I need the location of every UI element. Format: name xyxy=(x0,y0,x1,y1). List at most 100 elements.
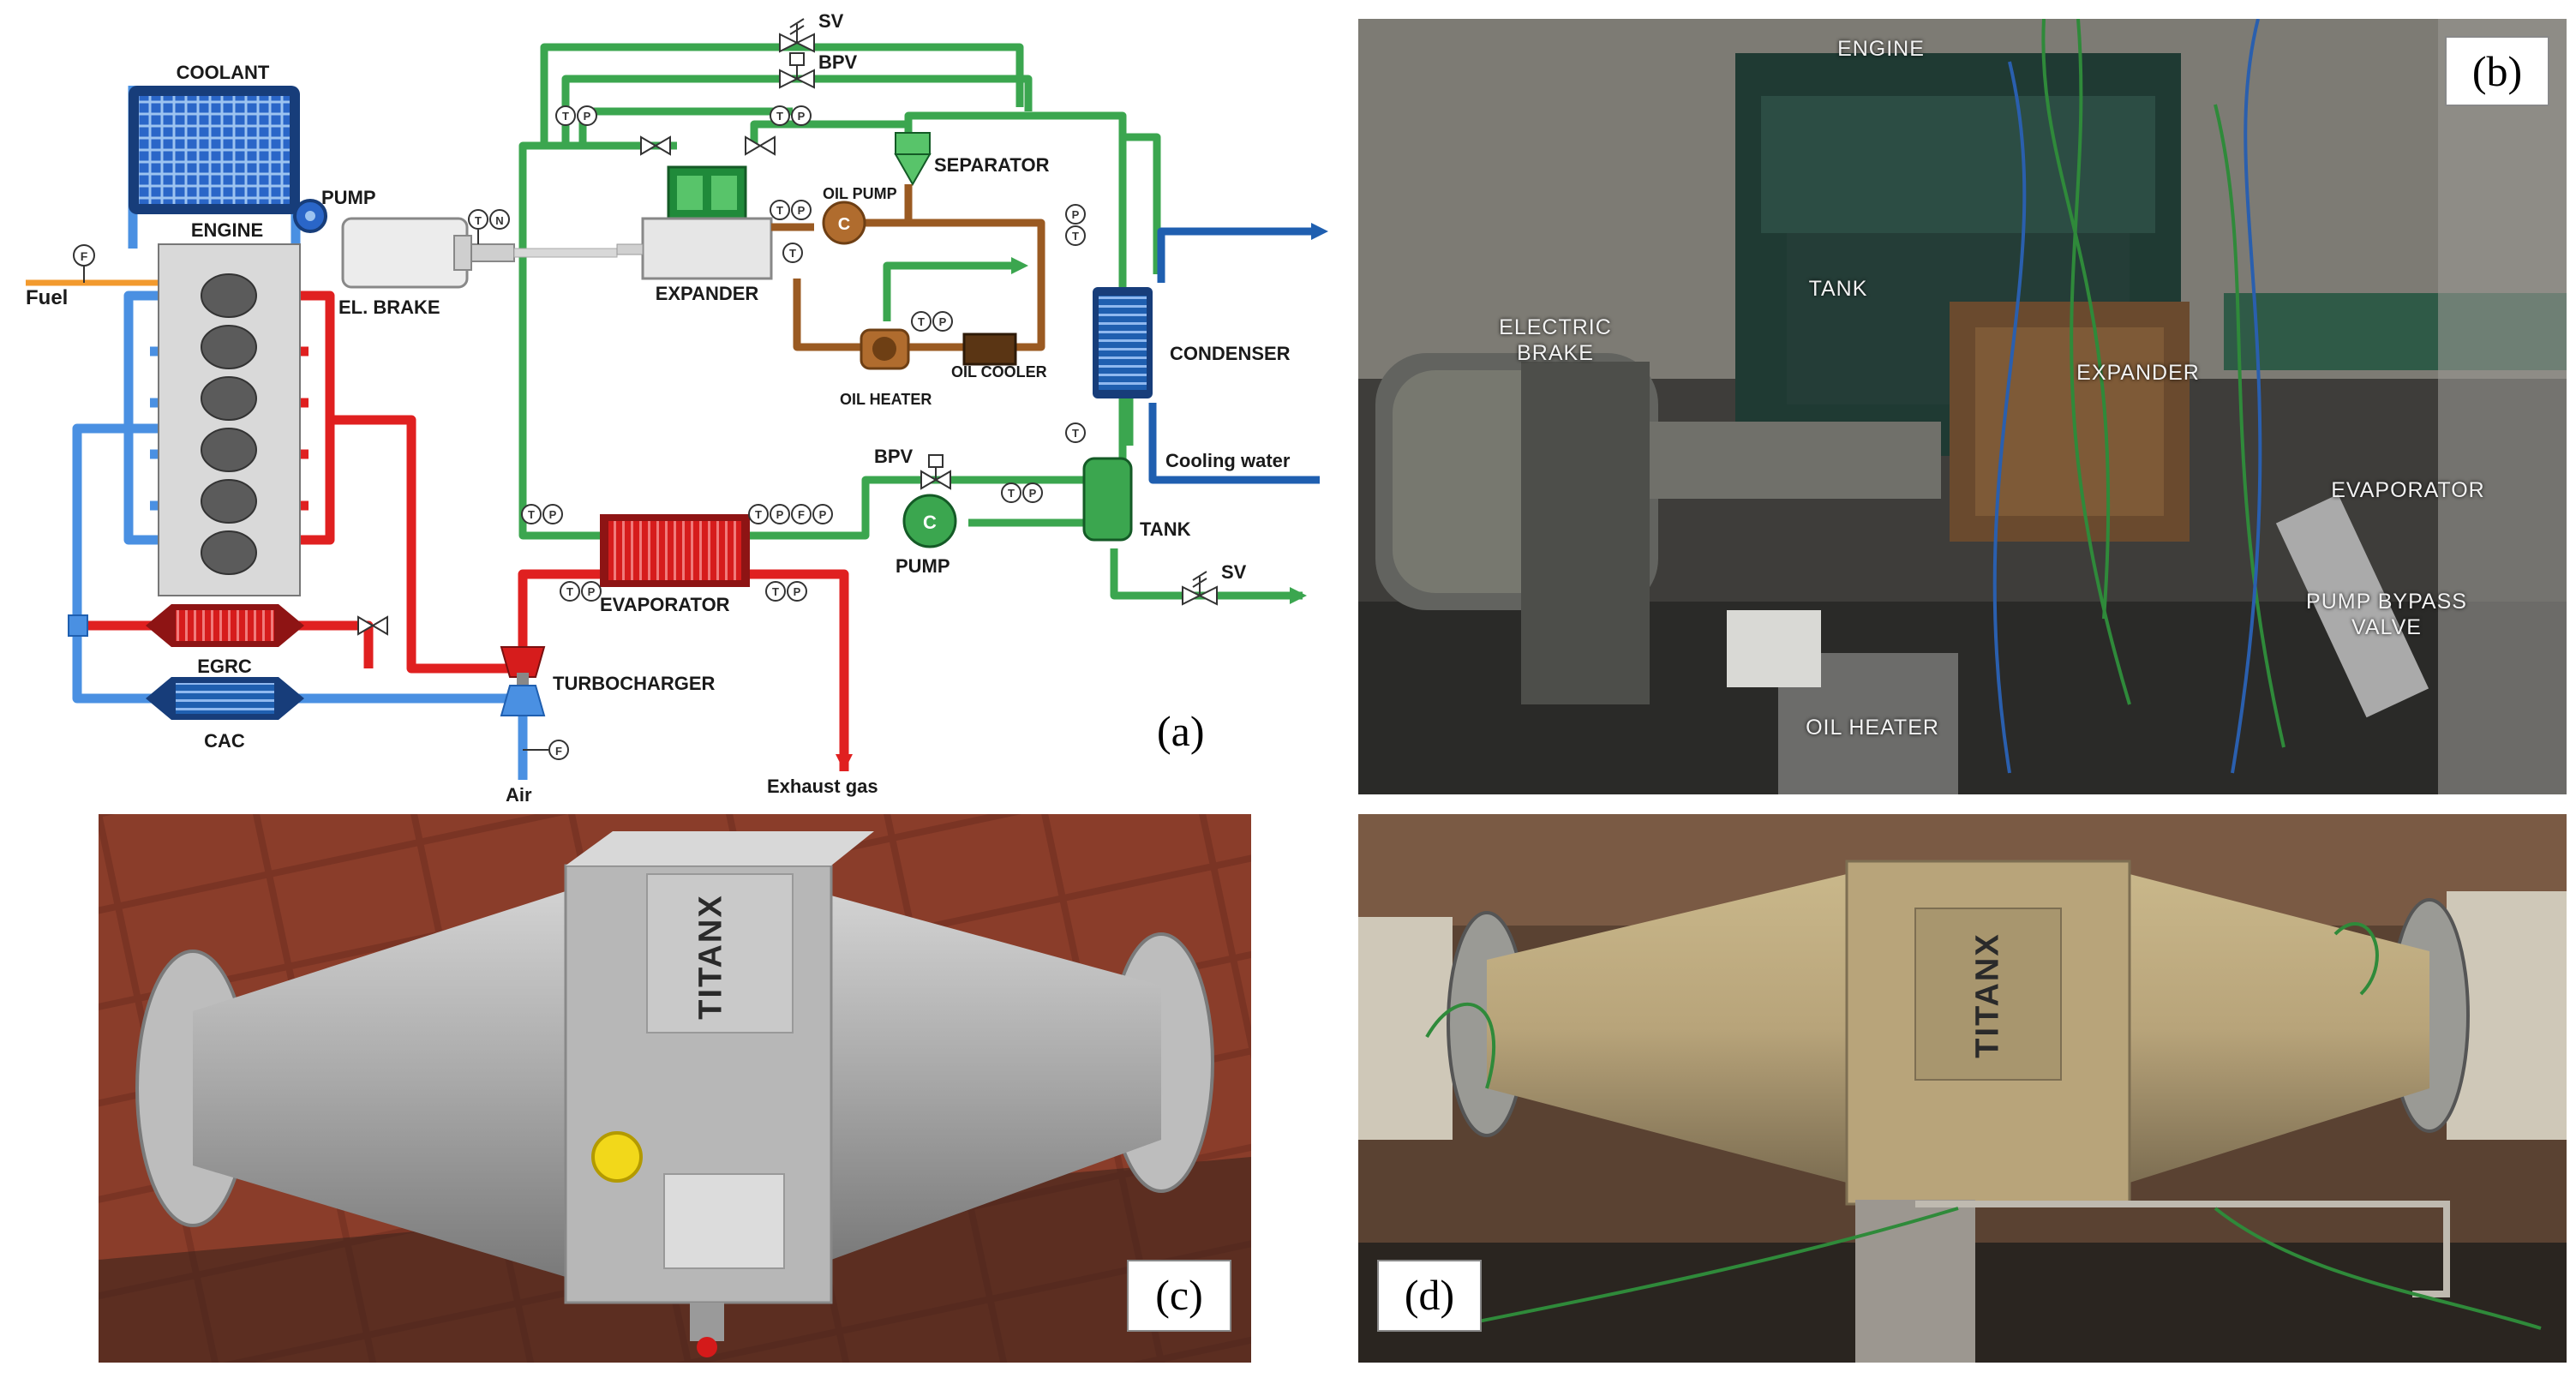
svg-text:P: P xyxy=(794,585,801,598)
cooling-water-line xyxy=(1148,227,1320,484)
temperature-sensor: T xyxy=(1001,482,1021,503)
separator-label: SEPARATOR xyxy=(934,154,1050,176)
pump-bypass-valve xyxy=(920,454,951,490)
svg-text:T: T xyxy=(475,214,482,227)
pressure-sensor: P xyxy=(787,581,807,602)
oil-pump: C xyxy=(822,201,866,245)
sv-top-label: SV xyxy=(818,10,844,32)
svg-text:P: P xyxy=(798,110,806,123)
oil-heater-label-photo: OIL HEATER xyxy=(1806,716,1939,740)
svg-text:T: T xyxy=(1072,230,1079,243)
pump-label: PUMP xyxy=(896,555,950,577)
svg-text:F: F xyxy=(798,508,805,521)
temperature-sensor: T xyxy=(765,581,786,602)
bpv-pump-label: BPV xyxy=(874,446,914,467)
bpv-top-label: BPV xyxy=(818,51,858,73)
temperature-sensor: T xyxy=(770,200,790,220)
exhaust-gas-label: Exhaust gas xyxy=(767,776,878,797)
titanx-logo-c: TITANX xyxy=(692,894,729,1020)
oil-heater-label: OIL HEATER xyxy=(840,391,932,408)
svg-text:P: P xyxy=(1072,208,1080,221)
engine-label-photo: ENGINE xyxy=(1837,37,1925,61)
flow-sensor: F xyxy=(791,504,812,524)
electric-brake-label-photo: ELECTRIC BRAKE xyxy=(1499,315,1612,365)
cac-label: CAC xyxy=(204,730,245,752)
svg-text:T: T xyxy=(1072,427,1079,440)
temperature-sensor: T xyxy=(770,105,790,126)
svg-text:F: F xyxy=(81,249,88,263)
oil-cooler xyxy=(962,333,1017,366)
expander-label-photo: EXPANDER xyxy=(2076,361,2200,385)
tank-label-photo: TANK xyxy=(1808,277,1868,301)
charge-air-cooler xyxy=(146,677,304,720)
safety-valve-bottom xyxy=(1182,571,1218,606)
condenser xyxy=(1093,287,1153,398)
svg-text:T: T xyxy=(918,315,925,328)
svg-text:C: C xyxy=(838,215,850,234)
flow-arrows-green xyxy=(1011,257,1307,604)
svg-text:P: P xyxy=(588,585,596,598)
oil-loop xyxy=(771,184,1045,351)
svg-text:T: T xyxy=(1008,487,1015,500)
svg-text:F: F xyxy=(555,745,562,758)
egr-cooler xyxy=(146,604,304,647)
orc-pump: C xyxy=(902,494,957,548)
orc-system-schematic: COOLANT PUMP ENGINE F Fuel EL. BRAKE xyxy=(26,10,1328,806)
temperature-sensor: T xyxy=(1065,422,1086,443)
pressure-sensor: P xyxy=(577,105,597,126)
flow-arrows-red xyxy=(836,754,853,771)
temperature-sensor: T xyxy=(782,243,803,263)
svg-text:P: P xyxy=(549,508,557,521)
panel-d-letter: (d) xyxy=(1377,1260,1482,1332)
cooling-water-arrow-out xyxy=(1311,223,1328,240)
pressure-sensor: P xyxy=(770,504,790,524)
egr-valve xyxy=(357,615,388,636)
bypass-valve-top xyxy=(779,52,815,89)
svg-text:T: T xyxy=(789,247,796,260)
temperature-sensor: T xyxy=(911,311,932,332)
panel-b-letter: (b) xyxy=(2445,36,2549,106)
coolant-radiator xyxy=(129,86,300,214)
svg-text:T: T xyxy=(772,585,779,598)
egrc-label: EGRC xyxy=(197,656,252,677)
panel-c-evaporator-photo: TITANX (c) xyxy=(99,814,1251,1363)
svg-text:T: T xyxy=(776,204,783,217)
svg-text:T: T xyxy=(528,508,535,521)
svg-text:P: P xyxy=(1029,487,1037,500)
temperature-sensor: T xyxy=(555,105,576,126)
temperature-sensor: T xyxy=(560,581,580,602)
air-flow-sensor: F xyxy=(523,740,569,760)
engine-label: ENGINE xyxy=(191,219,263,241)
separator xyxy=(894,132,932,187)
temperature-sensor: T xyxy=(748,504,769,524)
pressure-sensor: P xyxy=(791,200,812,220)
svg-text:P: P xyxy=(939,315,947,328)
expander xyxy=(616,165,773,280)
pressure-sensor: P xyxy=(581,581,602,602)
oil-pump-label: OIL PUMP xyxy=(823,185,897,202)
svg-text:P: P xyxy=(798,204,806,217)
oil-cooler-label: OIL COOLER xyxy=(951,363,1047,380)
evaporator-label-photo: EVAPORATOR xyxy=(2331,478,2485,502)
air-label: Air xyxy=(506,784,532,806)
pressure-sensor: P xyxy=(812,504,833,524)
electric-brake xyxy=(341,217,618,289)
engine-pump-label: PUMP xyxy=(321,187,376,208)
condenser-label: CONDENSER xyxy=(1170,343,1291,364)
safety-valve-top xyxy=(779,18,815,53)
oil-heater xyxy=(860,328,910,370)
svg-text:C: C xyxy=(923,512,937,533)
pump-bypass-valve-label-photo: PUMP BYPASS VALVE xyxy=(2306,590,2467,639)
titanx-logo-d: TITANX xyxy=(1969,932,2006,1058)
pressure-sensor: P xyxy=(932,311,953,332)
pressure-sensor: P xyxy=(1022,482,1043,503)
panel-c-letter: (c) xyxy=(1127,1260,1231,1332)
cooling-water-label: Cooling water xyxy=(1165,450,1291,471)
pressure-sensor: P xyxy=(791,105,812,126)
fuel-flow-sensor: F xyxy=(73,244,95,283)
evaporator xyxy=(600,514,750,587)
svg-text:N: N xyxy=(495,214,503,227)
panel-a-letter: (a) xyxy=(1157,707,1205,755)
sv-bottom-label: SV xyxy=(1221,561,1247,583)
